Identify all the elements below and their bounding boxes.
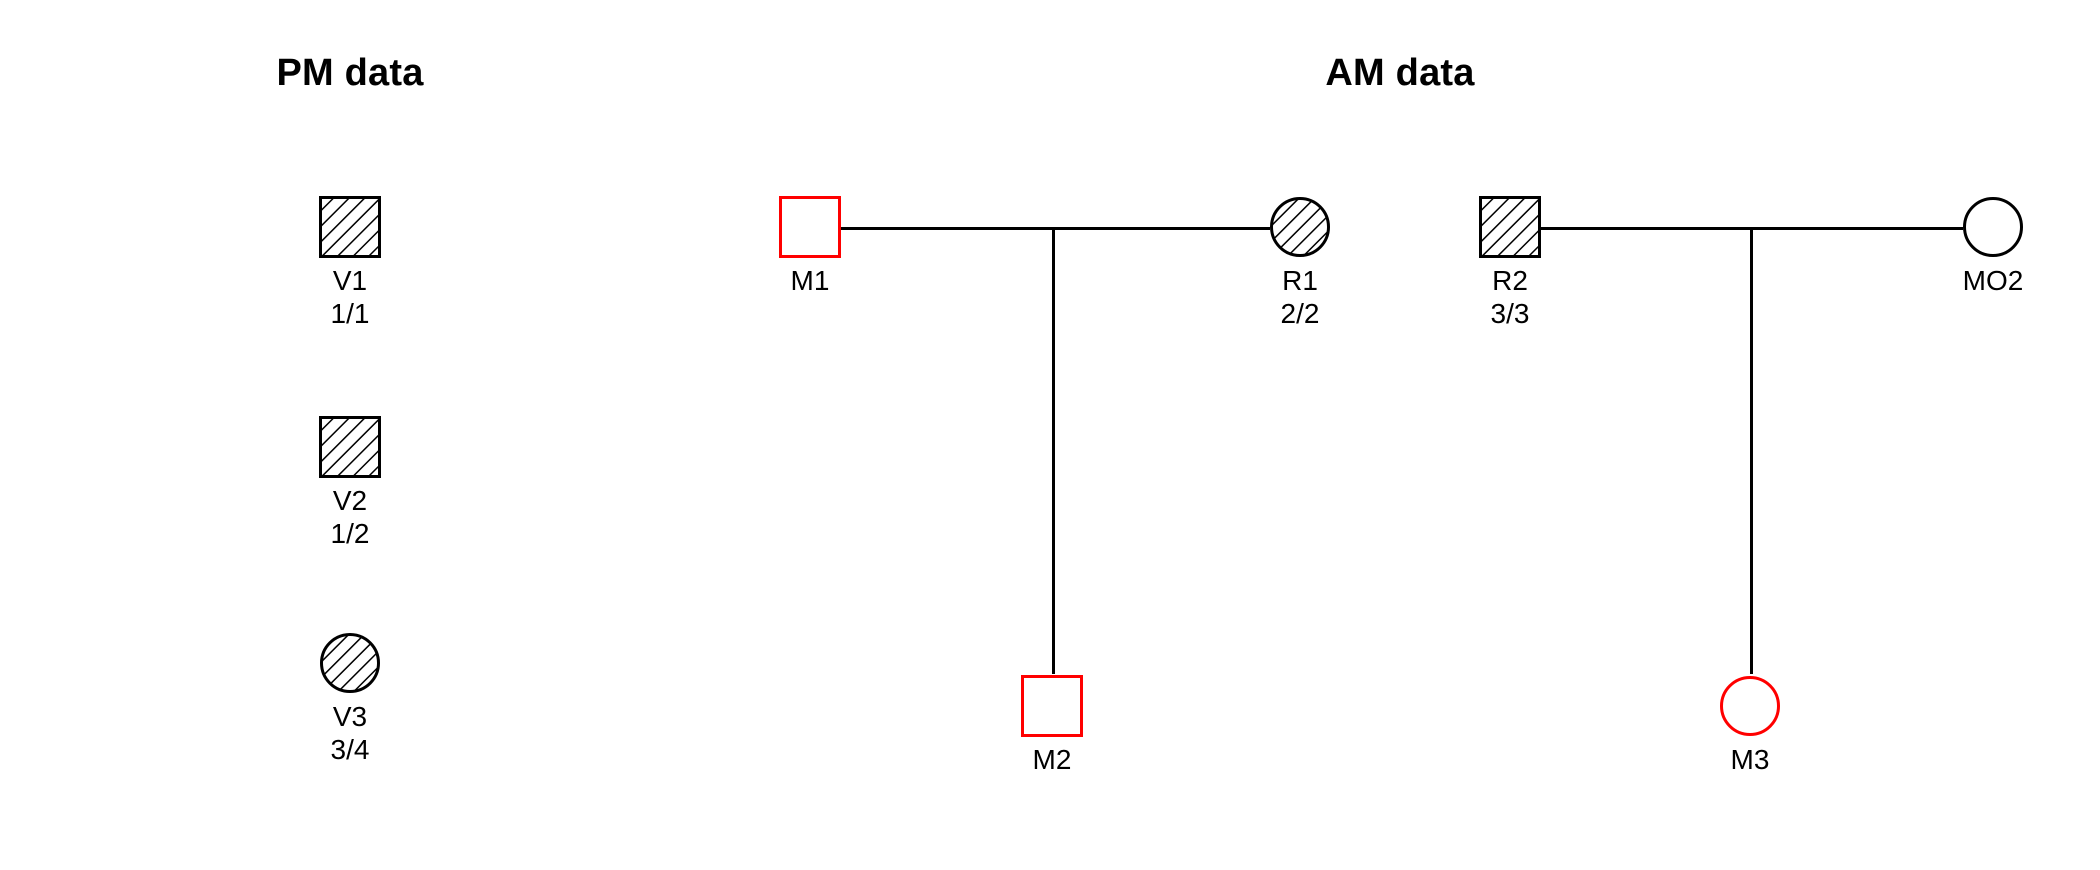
v3-label: V3 <box>332 701 368 732</box>
mo2-label: MO2 <box>1962 265 2024 296</box>
mo2-symbol-wrap <box>1883 195 2100 259</box>
family-1-descent-line <box>1052 227 1055 674</box>
hatched-circle-icon <box>320 633 380 693</box>
r2-genotype: 3/3 <box>1490 298 1530 329</box>
hatched-square-icon <box>319 416 381 478</box>
pm-panel-title: PM data <box>276 52 424 94</box>
r1-genotype: 2/2 <box>1280 298 1320 329</box>
v3-genotype: 3/4 <box>330 734 370 765</box>
pm-subject-v3[interactable]: V3 3/4 <box>240 631 460 766</box>
am-subject-r2[interactable]: R2 3/3 <box>1400 195 1620 330</box>
hatched-square-icon <box>319 196 381 258</box>
open-circle-icon <box>1963 197 2023 257</box>
am-subject-m2[interactable]: M2 <box>942 674 1162 776</box>
v2-label: V2 <box>332 485 368 516</box>
m1-symbol-wrap <box>700 195 920 259</box>
am-subject-m3[interactable]: M3 <box>1640 674 1860 776</box>
r2-label: R2 <box>1492 265 1528 296</box>
family-2-descent-line <box>1750 227 1753 674</box>
red-circle-icon <box>1720 676 1780 736</box>
family-1-marriage-line <box>841 227 1270 230</box>
m2-label: M2 <box>1032 744 1072 775</box>
r1-label: R1 <box>1282 265 1318 296</box>
v2-genotype: 1/2 <box>330 518 370 549</box>
m2-symbol-wrap <box>942 674 1162 738</box>
red-square-icon <box>779 196 841 258</box>
v3-symbol-wrap <box>240 631 460 695</box>
m3-symbol-wrap <box>1640 674 1860 738</box>
red-square-icon <box>1021 675 1083 737</box>
am-subject-m1[interactable]: M1 <box>700 195 920 297</box>
am-panel-title: AM data <box>1325 52 1475 94</box>
pm-subject-v2[interactable]: V2 1/2 <box>240 415 460 550</box>
am-subject-mo2[interactable]: MO2 <box>1883 195 2100 297</box>
m3-label: M3 <box>1730 744 1770 775</box>
v2-symbol-wrap <box>240 415 460 479</box>
m1-label: M1 <box>790 265 830 296</box>
hatched-circle-icon <box>1270 197 1330 257</box>
v1-genotype: 1/1 <box>330 298 370 329</box>
am-subject-r1[interactable]: R1 2/2 <box>1190 195 1410 330</box>
v1-label: V1 <box>332 265 368 296</box>
r1-symbol-wrap <box>1190 195 1410 259</box>
v1-symbol-wrap <box>240 195 460 259</box>
r2-symbol-wrap <box>1400 195 1620 259</box>
hatched-square-icon <box>1479 196 1541 258</box>
pm-subject-v1[interactable]: V1 1/1 <box>240 195 460 330</box>
